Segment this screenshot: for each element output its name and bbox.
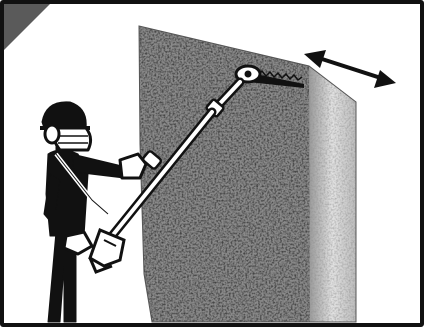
glove-rear: [64, 232, 92, 254]
motor-housing: [90, 230, 124, 272]
helmet: [40, 102, 90, 128]
glove-front: [120, 154, 146, 178]
ear-protection: [45, 125, 59, 143]
corner-triangle-icon: [4, 4, 50, 50]
